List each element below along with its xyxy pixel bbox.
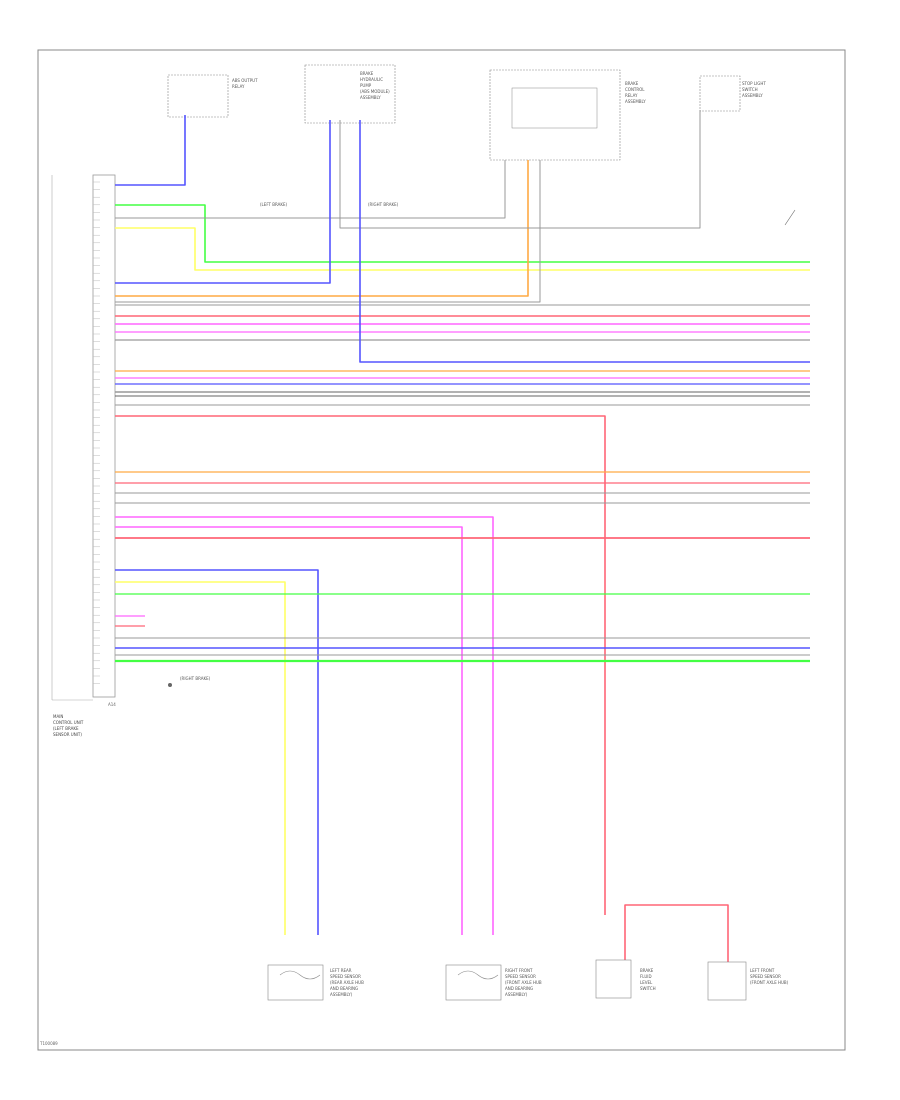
lr-sensor-label-5: ASSEMBLY) (330, 992, 353, 997)
stop-light-switch-box (699, 75, 741, 112)
diagram-frame (37, 49, 846, 1051)
module-label-line-4: SENSOR UNIT) (53, 732, 82, 737)
abs-output-relay-box (167, 74, 229, 118)
wire-red-lf (624, 904, 729, 962)
wire-grn-1 (115, 204, 810, 263)
wire-blu-long (359, 120, 810, 363)
wire-pnk-rf-2 (115, 526, 463, 935)
lr-sensor-label-2: SPEED SENSOR (330, 974, 361, 979)
fluid-switch-label-2: FLUID (640, 974, 652, 979)
wire-blu-lr (115, 569, 319, 935)
wire-gry-relay-2 (115, 160, 541, 303)
control-relay-label-3: RELAY (625, 93, 638, 98)
rf-sensor-label-3: (FRONT AXLE HUB (505, 980, 542, 985)
module-box-label: A14 (108, 702, 116, 707)
pump-label-3: PUMP (360, 83, 372, 88)
ground-label-2: (RIGHT BRAKE) (368, 202, 399, 207)
stop-switch-label-3: ASSEMBLY (742, 93, 763, 98)
wire-orn-relay (115, 160, 529, 297)
lf-sensor-label-1: LEFT FRONT (750, 968, 775, 973)
stop-switch-label-2: SWITCH (742, 87, 758, 92)
wire-gry-switch (339, 110, 701, 229)
main-module-connector (92, 174, 116, 698)
rf-sensor-label-5: ASSEMBLY) (505, 992, 528, 997)
lf-sensor-label-2: SPEED SENSOR (750, 974, 781, 979)
right-front-speed-sensor (445, 964, 502, 1001)
control-relay-label-2: CONTROL (625, 87, 645, 92)
wire-traces (115, 110, 810, 962)
fluid-switch-label-1: BRAKE (640, 968, 654, 973)
rf-sensor-label-1: RIGHT FRONT (505, 968, 533, 973)
wire-gry-relay (115, 160, 506, 219)
lr-sensor-label-3: (REAR AXLE HUB (330, 980, 364, 985)
rf-sensor-label-2: SPEED SENSOR (505, 974, 536, 979)
brake-fluid-level-switch (595, 959, 632, 999)
wire-blu-pump (115, 120, 331, 284)
wire-yel-lr (115, 581, 286, 935)
wire-pnk-rf (115, 516, 494, 935)
stop-switch-label-1: STOP LIGHT (742, 81, 766, 86)
wire-yel-1 (115, 227, 810, 271)
ground-label-1: (LEFT BRAKE) (260, 202, 288, 207)
wire-blu-abs-relay (115, 115, 186, 186)
fluid-switch-label-3: LEVEL (640, 980, 653, 985)
rf-sensor-label-4: AND BEARING (505, 986, 533, 991)
connector-pins (93, 181, 100, 684)
brake-pump-box (304, 64, 396, 124)
module-label-line-1: MAIN (53, 714, 63, 719)
abs-relay-label-1: ABS OUTPUT (232, 78, 258, 83)
module-label-line-3: (LEFT BRAKE (53, 726, 79, 731)
lr-sensor-label-4: AND BEARING (330, 986, 358, 991)
brake-control-relay-box (489, 69, 621, 161)
pump-label-4: (ABS MODULE) (360, 89, 390, 94)
pump-label-2: HYDRAULIC (360, 77, 383, 82)
fluid-switch-label-4: SWITCH (640, 986, 656, 991)
lr-sensor-label-1: LEFT REAR (330, 968, 352, 973)
left-rear-speed-sensor (267, 964, 324, 1001)
lf-sensor-label-3: (FRONT AXLE HUB) (750, 980, 789, 985)
left-front-speed-sensor (707, 961, 747, 1001)
diagram-code: T100089 (39, 1041, 58, 1046)
wire-red-fluid (115, 415, 606, 915)
ground-symbol-1 (784, 209, 796, 226)
control-relay-label-1: BRAKE (625, 81, 639, 86)
ground-symbol-2 (168, 683, 172, 687)
pump-label-1: BRAKE (360, 71, 374, 76)
text-labels: MAIN CONTROL UNIT (LEFT BRAKE SENSOR UNI… (39, 71, 789, 1046)
ground-label-3: (RIGHT BRAKE) (180, 676, 211, 681)
relay-inner-box (511, 87, 598, 129)
module-label-line-2: CONTROL UNIT (53, 720, 84, 725)
pump-label-5: ASSEMBLY (360, 95, 381, 100)
control-relay-label-4: ASSEMBLY (625, 99, 646, 104)
abs-relay-label-2: RELAY (232, 84, 245, 89)
